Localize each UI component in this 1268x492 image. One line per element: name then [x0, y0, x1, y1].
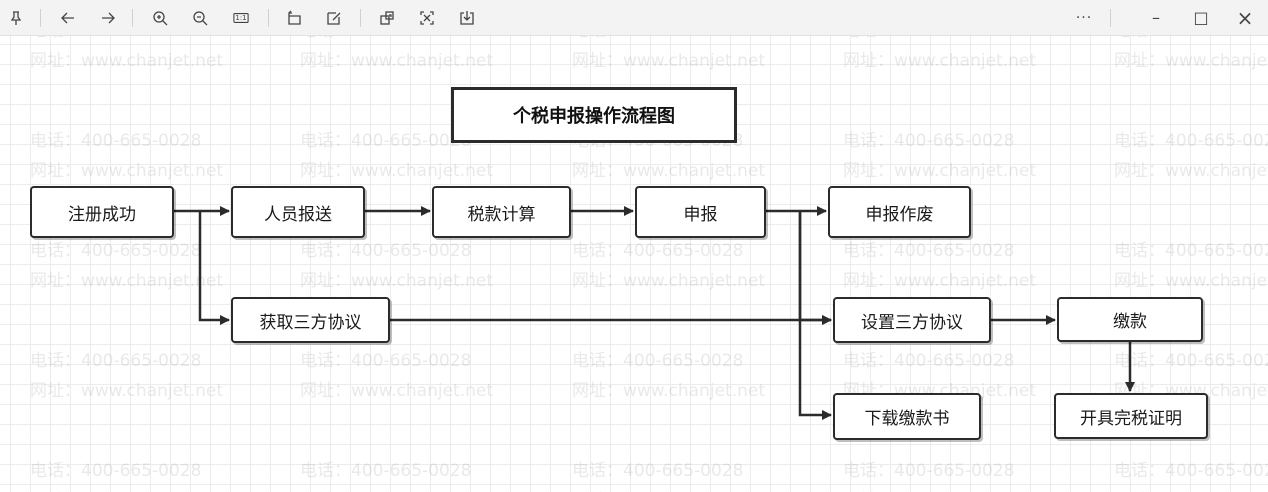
toolbar-separator — [40, 9, 41, 27]
node-set-agreement: 设置三方协议 — [833, 297, 991, 343]
toolbar-separator — [1110, 9, 1111, 27]
node-issue-certificate: 开具完税证明 — [1054, 393, 1208, 439]
edge-declare-to-download-voucher — [798, 211, 832, 420]
actual-size-icon[interactable]: 1:1 — [227, 4, 255, 32]
zoom-out-icon[interactable] — [186, 4, 214, 32]
flow-connectors — [173, 206, 1135, 420]
node-declare-void: 申报作废 — [828, 186, 971, 238]
zoom-in-icon[interactable] — [146, 4, 174, 32]
maximize-button[interactable]: □ — [1193, 8, 1209, 27]
toolbar-separator — [360, 9, 361, 27]
node-tax-calculation: 税款计算 — [432, 186, 571, 238]
node-personnel-report: 人员报送 — [231, 186, 365, 238]
back-arrow-icon[interactable] — [54, 4, 82, 32]
toolbar-separator — [132, 9, 133, 27]
forward-arrow-icon[interactable] — [94, 4, 122, 32]
node-payment: 缴款 — [1057, 297, 1203, 342]
node-download-voucher: 下载缴款书 — [833, 393, 981, 440]
download-icon[interactable] — [453, 4, 481, 32]
node-declare: 申报 — [635, 186, 766, 238]
node-obtain-agreement: 获取三方协议 — [231, 297, 390, 343]
toolbar-separator — [268, 9, 269, 27]
image-canvas: 电话：400-665-0028网址：www.chanjet.net电话：400-… — [0, 36, 1268, 492]
crop-icon[interactable] — [373, 4, 401, 32]
pin-icon[interactable] — [2, 4, 30, 32]
edge-declare-to-set-agreement — [798, 211, 832, 325]
image-viewer-toolbar: 1:1 ··· – □ × — [0, 0, 1268, 36]
actual-size-label: 1:1 — [235, 13, 247, 22]
edge-register-to-obtain-agreement — [198, 211, 230, 325]
edit-icon[interactable] — [320, 4, 348, 32]
more-options-button[interactable]: ··· — [1075, 10, 1093, 26]
node-register-success: 注册成功 — [30, 186, 174, 238]
fit-screen-icon[interactable] — [413, 4, 441, 32]
close-button[interactable]: × — [1236, 6, 1254, 30]
diagram-title: 个税申报操作流程图 — [451, 87, 737, 143]
minimize-button[interactable]: – — [1152, 8, 1160, 27]
rotate-icon[interactable] — [280, 4, 308, 32]
